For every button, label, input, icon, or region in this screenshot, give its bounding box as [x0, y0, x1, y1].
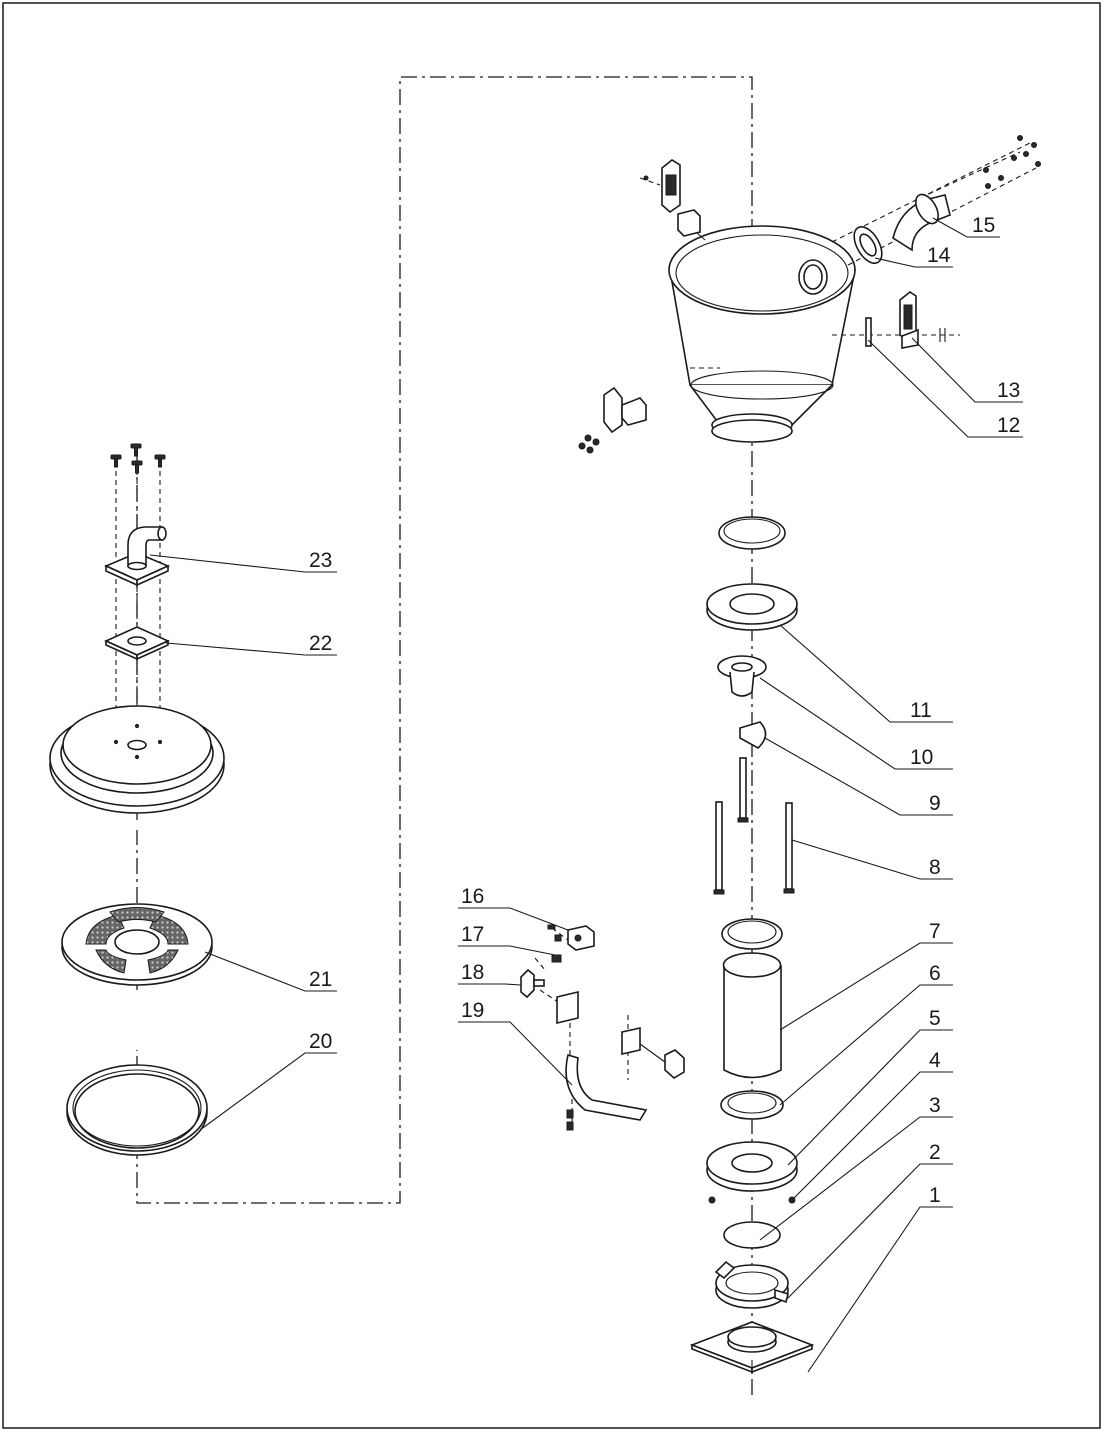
callout-15: 15: [972, 214, 995, 237]
lid-cover: [49, 705, 225, 814]
callout-5: 5: [929, 1007, 941, 1030]
callout-2: 2: [929, 1141, 941, 1164]
callout-19: 19: [461, 999, 484, 1022]
callout-18: 18: [461, 961, 484, 984]
sensor-bracket-group: [520, 924, 685, 1131]
elbow-plate-23: [103, 526, 171, 587]
assembly-centerline-right: [136, 76, 753, 1395]
filter-screen-21: [61, 903, 213, 986]
callout-17: 17: [461, 923, 484, 946]
callout-labels: 1 2 3 4 5 6 7 8 9 10 11 12 13 14 15 16 1…: [309, 214, 1020, 1207]
callout-13: 13: [997, 379, 1020, 402]
ring-20: [66, 1064, 208, 1156]
hopper-clamp-left-bottom: [578, 367, 720, 454]
hopper-clamp-right-12-13: [832, 291, 960, 349]
callout-21: 21: [309, 968, 332, 991]
stack-parts: [689, 516, 815, 1374]
callout-1: 1: [929, 1184, 941, 1207]
callout-23: 23: [309, 549, 332, 572]
callout-16: 16: [461, 885, 484, 908]
hopper-body: [668, 225, 856, 443]
callout-3: 3: [929, 1094, 941, 1117]
callout-7: 7: [929, 920, 941, 943]
callout-20: 20: [309, 1030, 332, 1053]
callout-10: 10: [910, 746, 933, 769]
callout-4: 4: [929, 1049, 941, 1072]
screws-23: [110, 443, 166, 742]
gasket-plate-22: [104, 626, 170, 661]
leader-lines: [149, 217, 1023, 1373]
hopper-clamp-top-left: [639, 159, 706, 241]
callout-11: 11: [910, 699, 932, 722]
callout-12: 12: [997, 414, 1020, 437]
callout-8: 8: [929, 856, 941, 879]
callout-22: 22: [309, 632, 332, 655]
callout-9: 9: [929, 792, 941, 815]
callout-6: 6: [929, 962, 941, 985]
callout-14: 14: [927, 244, 951, 267]
inlet-tube-14-15: [831, 135, 1041, 266]
